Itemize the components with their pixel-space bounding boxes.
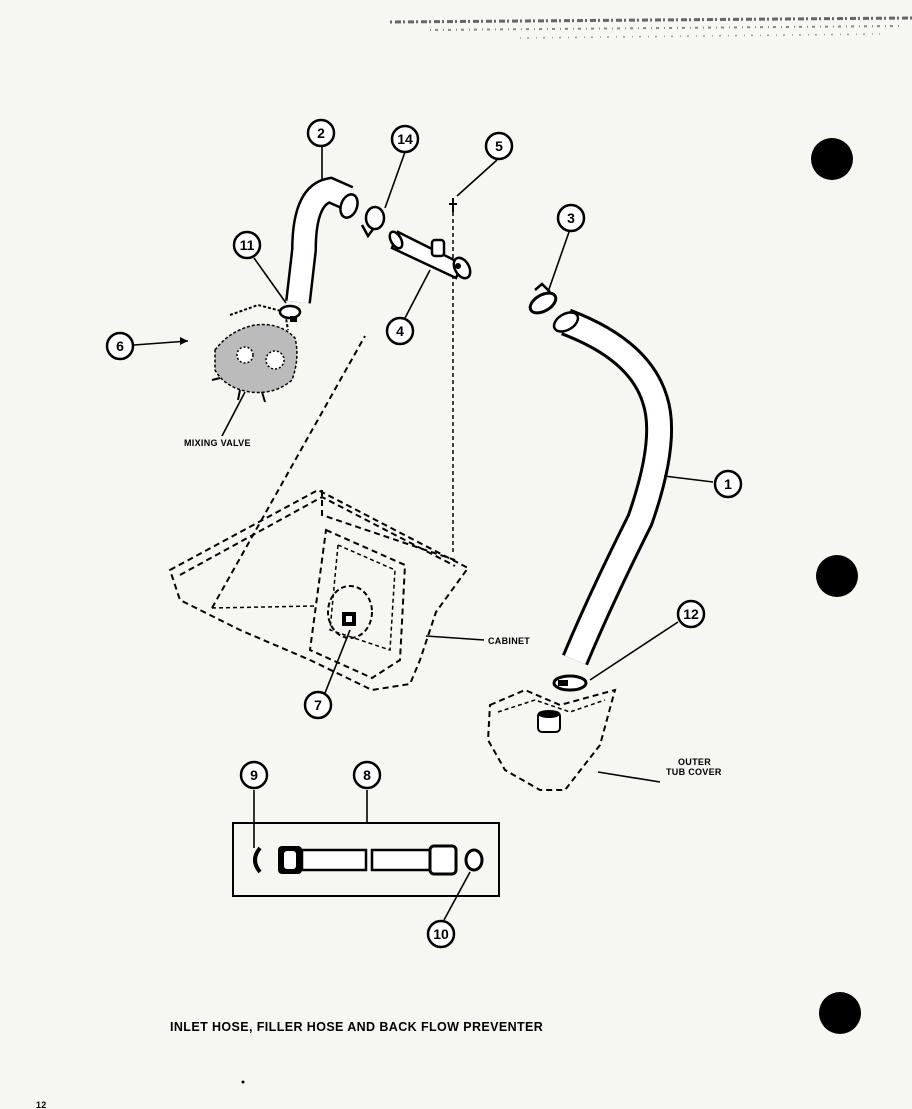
svg-text:3: 3 [567, 210, 575, 226]
callout-12: 12 [676, 599, 706, 629]
callout-2: 2 [306, 118, 336, 148]
top-edge-speckle [389, 16, 912, 39]
callout-6: 6 [105, 331, 135, 361]
svg-text:1: 1 [724, 476, 732, 492]
mixing-valve [211, 303, 298, 403]
screw-5 [449, 198, 457, 212]
svg-text:5: 5 [495, 138, 503, 154]
svg-text:4: 4 [396, 323, 404, 339]
svg-text:7: 7 [314, 697, 322, 713]
callout-10: 10 [426, 919, 456, 949]
binder-hole-top [811, 138, 853, 180]
filler-hose-2 [285, 176, 359, 304]
diagram-caption: INLET HOSE, FILLER HOSE AND BACK FLOW PR… [170, 1020, 543, 1034]
svg-text:14: 14 [397, 131, 413, 147]
binder-hole-bottom [819, 992, 861, 1034]
callout-4: 4 [385, 316, 415, 346]
label-outer: OUTER [678, 757, 711, 767]
hose-clamp-3 [528, 282, 558, 315]
svg-text:12: 12 [683, 606, 699, 622]
svg-text:9: 9 [250, 767, 258, 783]
inlet-hose-1 [552, 308, 674, 666]
label-cabinet: CABINET [488, 636, 530, 646]
svg-text:2: 2 [317, 125, 325, 141]
hose-clamp-14 [360, 205, 386, 239]
callout-9: 9 [239, 760, 269, 790]
page-number: 12 [36, 1100, 47, 1109]
binder-hole-middle [816, 555, 858, 597]
hose-clamp-11 [278, 304, 302, 322]
svg-text:6: 6 [116, 338, 124, 354]
label-tub-cover: TUB COVER [666, 767, 722, 777]
label-mixing-valve: MIXING VALVE [184, 438, 251, 448]
callout-8: 8 [352, 760, 382, 790]
hose-clamp-12 [552, 674, 588, 692]
leader-lines [133, 145, 714, 921]
cabinet-fitting-7 [327, 585, 373, 639]
fill-hose-assembly-8 [232, 822, 500, 897]
svg-text:11: 11 [240, 237, 255, 253]
callout-11: 11 [232, 230, 262, 260]
callout-3: 3 [556, 203, 586, 233]
callout-7: 7 [303, 690, 333, 720]
outer-tub-cover-outline [486, 688, 617, 791]
callout-14: 14 [390, 124, 420, 154]
stray-dot [241, 1080, 245, 1084]
svg-text:8: 8 [363, 767, 371, 783]
callout-1: 1 [713, 469, 743, 499]
back-flow-preventer-4 [388, 230, 472, 280]
callout-5: 5 [484, 131, 514, 161]
svg-text:10: 10 [433, 926, 449, 942]
